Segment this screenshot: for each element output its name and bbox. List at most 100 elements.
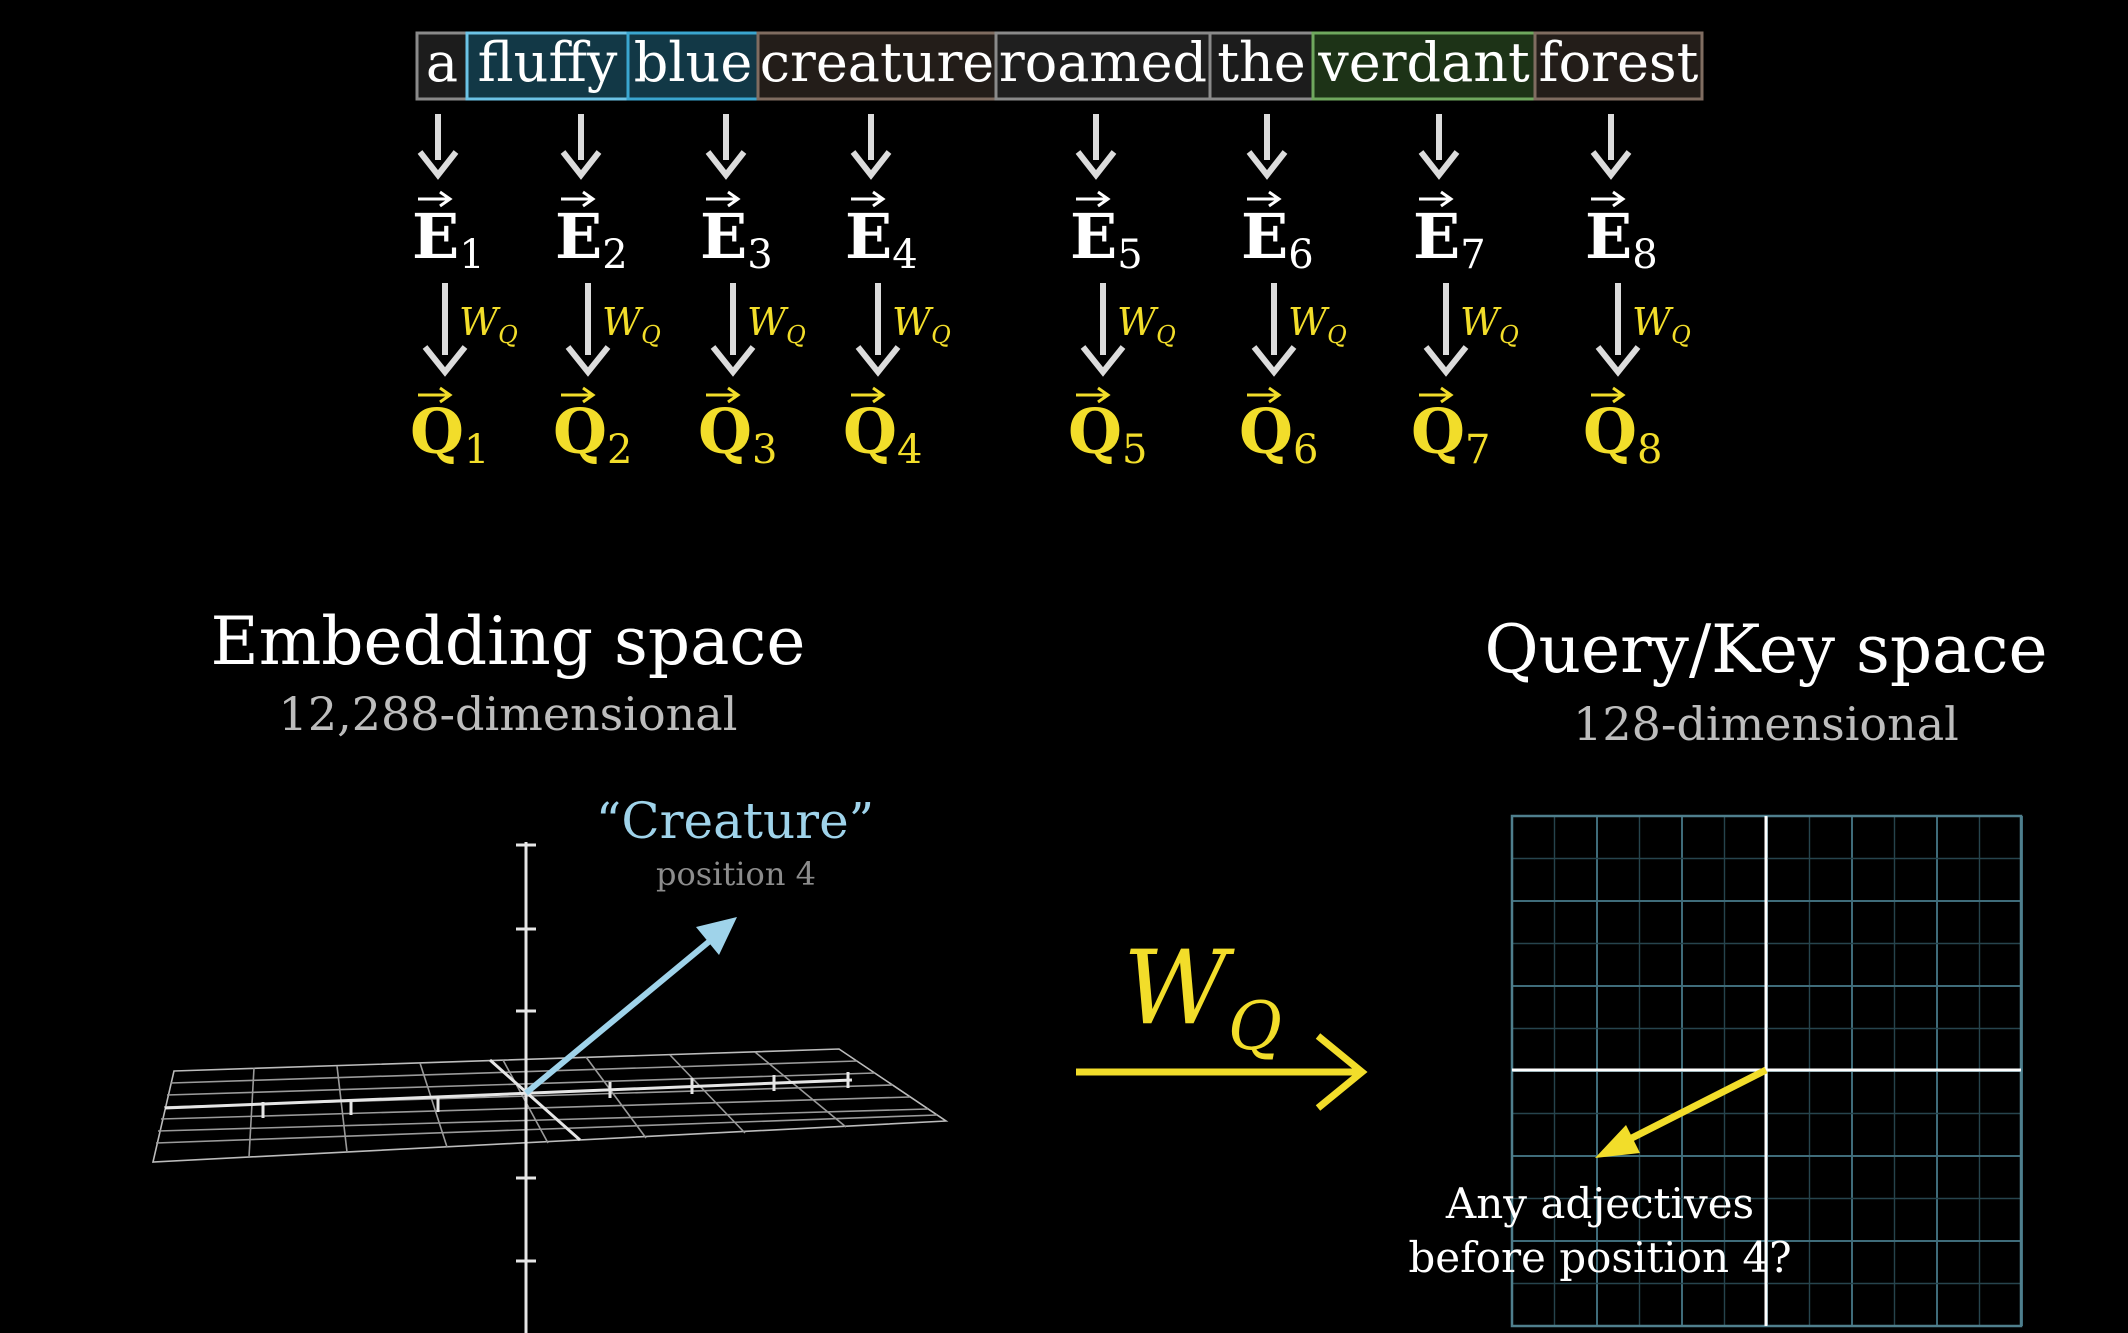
token-box [1208, 31, 1315, 101]
query-key-space-subtitle: 128-dimensional [1573, 697, 1959, 751]
wq-arrow: WQ [1595, 283, 1691, 377]
token-6: the [1208, 31, 1315, 101]
wq-transform: WQ [1076, 929, 1368, 1111]
token-label: the [1217, 31, 1305, 94]
query-q4: Q4 [843, 386, 922, 473]
token-box [1311, 31, 1537, 101]
embedding-e3: E3 [700, 190, 773, 278]
query-q5: Q5 [1068, 386, 1147, 473]
token-box [994, 31, 1212, 101]
down-arrow [417, 114, 459, 180]
token-box [415, 31, 469, 101]
embedding-space-title: Embedding space [211, 603, 806, 680]
embedding-e1: E1 [412, 190, 485, 278]
token-1: a [415, 31, 469, 101]
embedding-e8: E8 [1585, 190, 1658, 278]
svg-text:Q8: Q8 [1583, 395, 1662, 473]
token-label: roamed [999, 31, 1207, 94]
svg-text:E7: E7 [1413, 200, 1486, 278]
embedding-e6: E6 [1241, 190, 1314, 278]
token-label: a [426, 31, 458, 94]
svg-text:E1: E1 [412, 200, 485, 278]
svg-text:E4: E4 [845, 200, 918, 278]
token-box [1533, 31, 1704, 101]
down-arrow [1246, 114, 1288, 180]
wq-label: WQ [1460, 300, 1519, 349]
wq-label: WQ [459, 300, 518, 349]
floor-grid [151, 1048, 949, 1163]
wq-arrow: WQ [1251, 283, 1347, 377]
wq-label: WQ [1288, 300, 1347, 349]
svg-text:Q2: Q2 [553, 395, 632, 473]
query-q3: Q3 [698, 386, 777, 473]
wq-arrow: WQ [565, 283, 661, 377]
wq-arrows: WQ WQ WQ WQ WQ WQ WQ WQ [422, 283, 1691, 377]
wq-arrow: WQ [710, 283, 806, 377]
svg-text:Q6: Q6 [1239, 395, 1318, 473]
svg-text:Q3: Q3 [698, 395, 777, 473]
token-box [626, 31, 760, 101]
token-label: verdant [1317, 31, 1530, 94]
token-label: creature [760, 31, 994, 94]
creature-vector [524, 932, 719, 1096]
embedding-3d-axes [151, 842, 949, 1333]
y-axis-ticks [516, 843, 536, 1263]
x-axis-ticks [261, 1072, 850, 1118]
query-key-space-title: Query/Key space [1484, 611, 2047, 688]
token-label: forest [1539, 31, 1699, 94]
wq-label: WQ [1632, 300, 1691, 349]
down-arrow [850, 114, 892, 180]
svg-text:E2: E2 [555, 200, 628, 278]
wq-arrow: WQ [422, 283, 518, 377]
down-arrow [1590, 114, 1632, 180]
down-arrow [560, 114, 602, 180]
wq-transform-arrowhead [1315, 1033, 1368, 1111]
token-box [465, 31, 630, 101]
embedding-vectors: E1 E2 E3 E4 E5 E6 E7 E8 [412, 190, 1658, 278]
token-5: roamed [994, 31, 1212, 101]
question-line-2: before position 4? [1408, 1233, 1791, 1282]
wq-arrow: WQ [1080, 283, 1176, 377]
x-axis [164, 1078, 853, 1110]
z-axis [489, 1058, 581, 1142]
creature-position-label: position 4 [656, 855, 816, 893]
svg-text:E3: E3 [700, 200, 773, 278]
token-3: blue [626, 31, 760, 101]
token-7: verdant [1311, 31, 1537, 101]
svg-text:Q7: Q7 [1411, 395, 1490, 473]
wq-label: WQ [747, 300, 806, 349]
embedding-e7: E7 [1413, 190, 1486, 278]
wq-label: WQ [602, 300, 661, 349]
token-label: fluffy [478, 31, 618, 94]
token-8: forest [1533, 31, 1704, 101]
down-arrow [1418, 114, 1460, 180]
token-2: fluffy [465, 31, 630, 101]
embedding-e5: E5 [1070, 190, 1143, 278]
svg-text:E5: E5 [1070, 200, 1143, 278]
query-vector-tip [1595, 1125, 1640, 1158]
token-label: blue [634, 31, 753, 94]
wq-label: WQ [892, 300, 951, 349]
svg-text:Q4: Q4 [843, 395, 922, 473]
svg-text:E6: E6 [1241, 200, 1314, 278]
svg-text:E8: E8 [1585, 200, 1658, 278]
query-q2: Q2 [553, 386, 632, 473]
embedding-e2: E2 [555, 190, 628, 278]
wq-arrow: WQ [855, 283, 951, 377]
wq-transform-label: WQ [1123, 929, 1282, 1065]
svg-text:Q5: Q5 [1068, 395, 1147, 473]
creature-label: “Creature” [596, 792, 874, 850]
query-q7: Q7 [1411, 386, 1490, 473]
embedding-e4: E4 [845, 190, 918, 278]
query-vectors: Q1 Q2 Q3 Q4 Q5 Q6 Q7 Q8 [410, 386, 1662, 473]
query-vector [1618, 1066, 1768, 1148]
down-arrow [1075, 114, 1117, 180]
wq-arrow: WQ [1423, 283, 1519, 377]
token-4: creature [756, 31, 998, 101]
query-q1: Q1 [410, 386, 489, 473]
query-q6: Q6 [1239, 386, 1318, 473]
question-line-1: Any adjectives [1445, 1179, 1754, 1228]
